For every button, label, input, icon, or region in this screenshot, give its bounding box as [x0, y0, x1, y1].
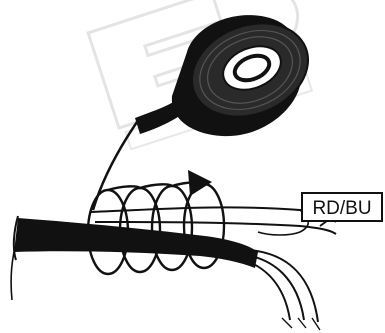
tape-strip — [93, 98, 188, 210]
cable — [11, 216, 258, 300]
electrical-tape-roll — [172, 7, 322, 136]
wrap-direction-arrow-icon — [188, 170, 212, 196]
wire-color-callout: RD/BU — [302, 193, 382, 221]
wire-color-label: RD/BU — [312, 198, 371, 219]
